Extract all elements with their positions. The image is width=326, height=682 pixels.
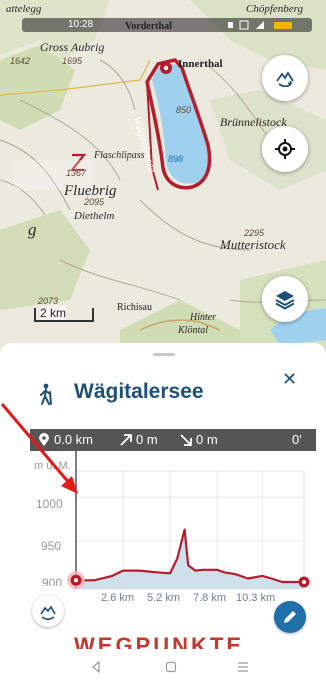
map-elevation: 1695 [62,56,83,66]
map-label-innerthal: Innerthal [178,58,223,70]
chart-x-tick-label: 5.2 km [147,592,181,604]
descent-arrow-icon [180,434,192,446]
route-descent: 0 m [196,432,218,447]
chart-y-axis-label: m ü. M. [34,460,71,472]
chart-x-tick-label: 7.8 km [193,592,227,604]
map-elevation: 2295 [244,228,265,238]
crosshair-icon [275,139,295,159]
map-label-top-right: Chöpfenberg [246,3,304,15]
status-bar: 10:28 [22,18,312,32]
route-ascent: 0 m [136,432,158,447]
edit-route-button[interactable] [274,601,306,633]
route-mode-button[interactable] [262,55,308,101]
status-time: 10:28 [68,19,94,30]
elevation-line [76,528,304,584]
route-distance: 0.0 km [54,432,94,447]
map-elevation: 850 [176,105,192,115]
chart-x-tick-label: 2.6 km [101,592,135,604]
route-details-sheet: ✕ Wägitalersee 0.0 km 0 m 0 m 0' m ü. M.… [0,343,326,682]
hiker-icon [40,383,52,405]
nav-menu-icon[interactable] [236,661,250,673]
start-marker-dot [74,578,78,583]
elevation-profile-plot [67,451,310,590]
elevation-area [76,529,304,589]
map-label-gross-aubrig: Gross Aubrig [40,40,105,54]
map-label-hinter: Hinter [190,312,217,323]
chart-y-tick-label: 1000 [36,497,63,511]
map-label-g: g [28,220,37,239]
chart-y-tick-label: 950 [41,539,62,553]
map-label-flaschlipass: Flaschlipass [94,150,145,161]
route-title: Wägitalersee [74,380,204,403]
route-loop-icon [40,605,56,621]
sheet-drag-handle[interactable] [153,353,175,356]
map-label-vorderthal: Vorderthal [125,21,172,32]
map-label-klontal: Klöntal [178,325,209,336]
map-label-richisau: Richisau [117,302,152,313]
system-navigation-bar [0,653,326,682]
locate-me-button[interactable] [262,126,308,172]
map-label-diethelm: Diethelm [74,210,115,222]
map-view[interactable]: 10:28 attelegg Vorderthal Chöpfenberg Gr… [0,0,326,360]
route-loop-icon [276,71,294,88]
nav-home-icon[interactable] [165,661,177,673]
map-label-top-left: attelegg [6,3,42,15]
ascent-arrow-icon [120,434,132,446]
nav-back-icon[interactable] [90,661,102,673]
map-label-brunnelistock: Brünnelistock [220,115,287,129]
layers-icon [275,291,295,310]
map-label-fluebrig: Fluebrig [64,183,117,199]
map-scale-bar: 2 km [34,306,94,322]
location-pin-icon [39,433,49,446]
pencil-icon [284,611,296,623]
waypoints-heading: WEGPUNKTE [74,633,244,649]
map-scale-label: 2 km [40,306,67,320]
chart-y-tick-label: 900 [42,576,63,586]
chart-x-tick-label: 10.3 km [236,592,276,604]
map-label-mutteristock: Mutteristock [220,237,286,252]
map-elevation: 2095 [84,197,105,207]
route-mode-mini-button[interactable] [32,595,64,627]
map-lake-elevation: 898 [168,154,184,164]
elevation-profile-chart[interactable]: m ü. M. 1000 950 900 2.6 km 5.2 km 7.8 k… [0,451,326,631]
map-elevation: 2073 [38,296,59,306]
map-elevation: 1642 [10,56,31,66]
status-icons [228,20,292,30]
route-stats-bar: 0.0 km 0 m 0 m 0' [30,429,316,451]
end-marker-dot [302,580,306,585]
route-duration: 0' [292,432,302,447]
map-layers-button[interactable] [262,276,308,322]
map-elevation: 1367 [66,168,87,178]
close-icon[interactable]: ✕ [282,369,298,389]
